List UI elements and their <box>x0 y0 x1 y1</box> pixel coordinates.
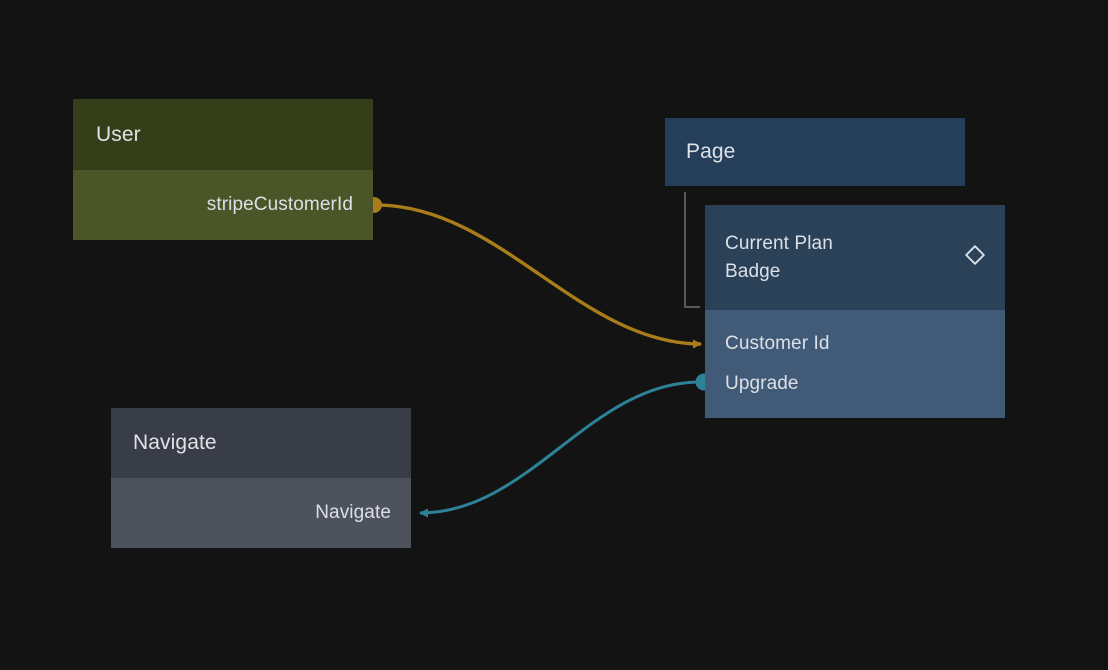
field-label: Navigate <box>315 502 391 523</box>
edge-path-amber <box>375 203 702 349</box>
node-page-header[interactable]: Page <box>665 118 965 186</box>
diamond-icon <box>963 243 987 272</box>
node-user-title: User <box>96 122 141 146</box>
page-row-upgrade[interactable]: Upgrade <box>725 373 799 394</box>
node-navigate-header[interactable]: Navigate <box>111 408 411 478</box>
node-page-children[interactable]: Current Plan Badge Customer Id Upgrade <box>705 205 1005 418</box>
edge-path-teal <box>419 380 701 518</box>
node-page-title: Page <box>686 140 736 163</box>
current-plan-badge-label: Current Plan Badge <box>725 232 833 282</box>
edge-upgrade-to-navigate[interactable] <box>419 373 713 518</box>
node-user[interactable]: User stripeCustomerId <box>73 99 373 240</box>
node-user-header[interactable]: User <box>73 99 373 170</box>
node-navigate-title: Navigate <box>133 431 217 454</box>
edge-stripecustomerid-to-customerid[interactable] <box>366 197 702 349</box>
node-navigate-field-navigate[interactable]: Navigate <box>111 478 411 548</box>
node-navigate[interactable]: Navigate Navigate <box>111 408 411 548</box>
node-page[interactable]: Page <box>665 118 965 186</box>
field-label: stripeCustomerId <box>206 194 353 215</box>
page-children-bracket <box>684 192 700 308</box>
page-rows-block[interactable]: Customer Id Upgrade <box>705 310 1005 418</box>
node-user-field-stripecustomerid[interactable]: stripeCustomerId <box>73 170 373 240</box>
page-row-customer-id[interactable]: Customer Id <box>725 333 830 354</box>
current-plan-badge-block[interactable]: Current Plan Badge <box>705 205 1005 310</box>
